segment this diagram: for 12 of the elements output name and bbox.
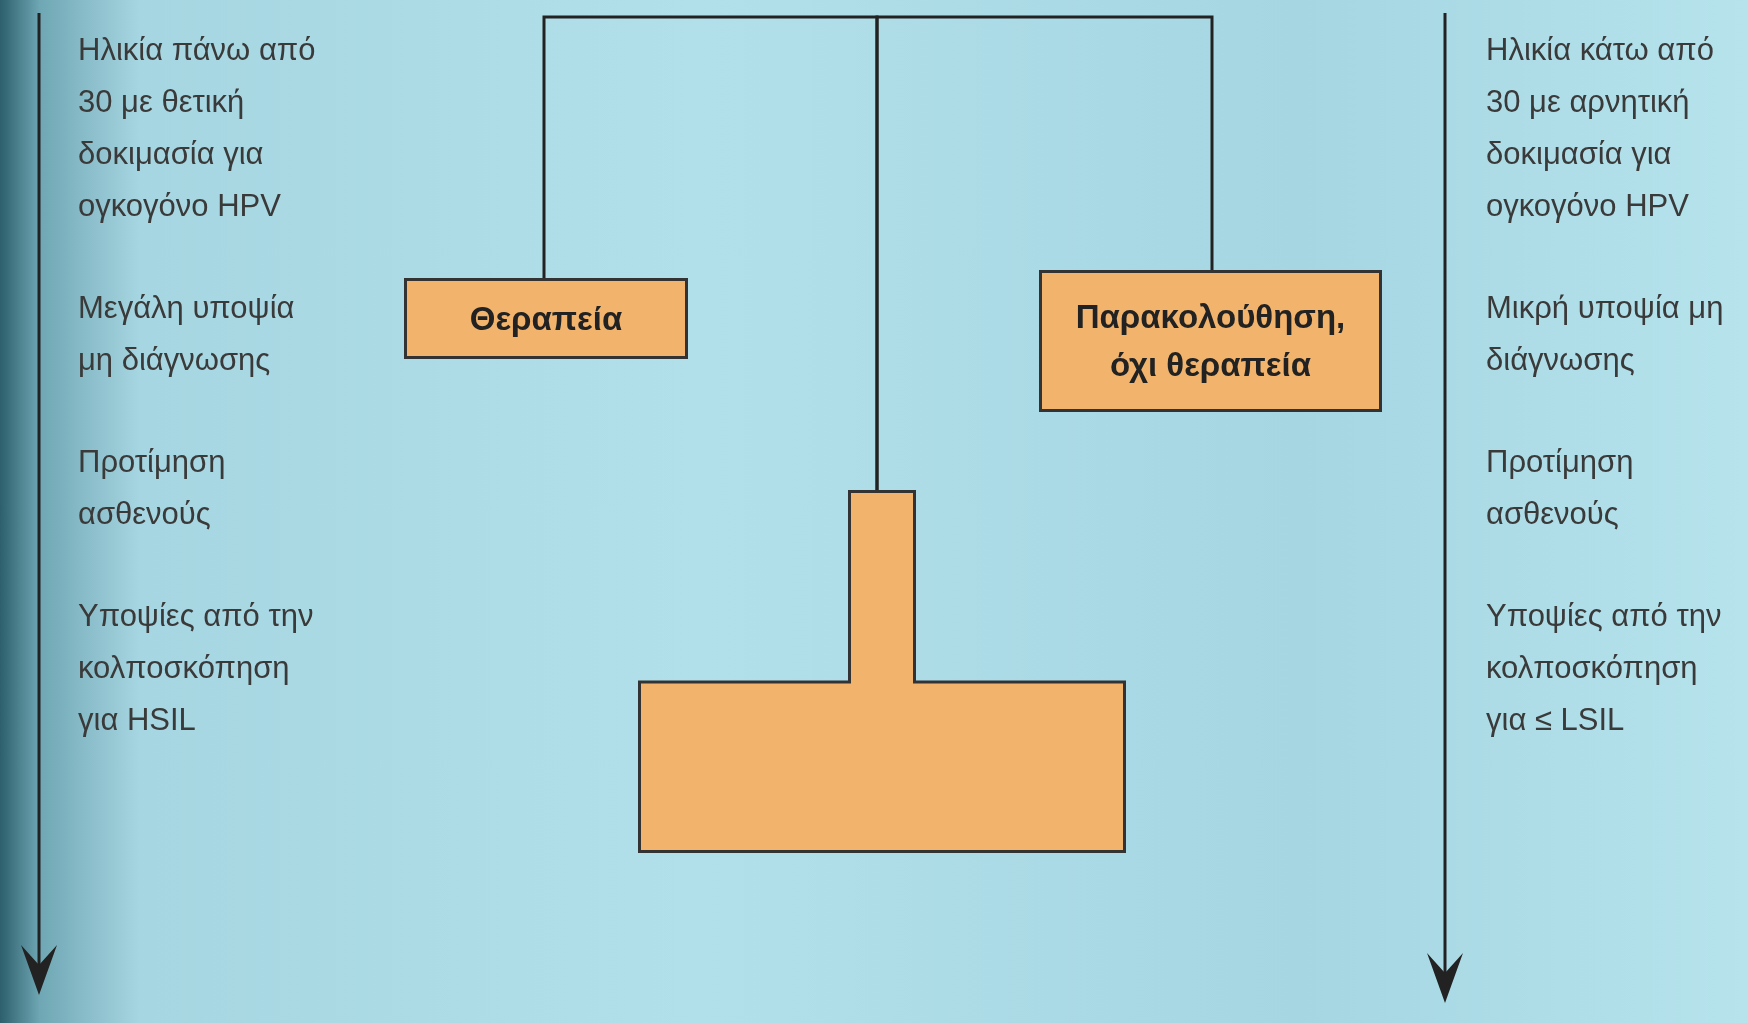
criterion-text: Ηλικία πάνω από 30 με θετική δοκιμασία για ογκογόνο HPV (78, 31, 317, 225)
criterion-text: Υποψίες από την κολποσκόπηση για ≤ LSIL (1486, 597, 1723, 739)
treatment-box: Θεραπεία (404, 278, 688, 359)
scale-stand-drawing (638, 490, 1126, 853)
monitoring-box: Παρακολούθηση, όχι θεραπεία (1039, 270, 1382, 412)
criterion-text: Μεγάλη υποψία μη διάγνωσης (78, 289, 296, 379)
criterion-text: Προτίμηση ασθενούς (78, 443, 227, 533)
criterion-text: Μικρή υποψία μη διάγνωσης (1486, 289, 1725, 379)
criterion-text: Ηλικία κάτω από 30 με αρνητική δοκιμασία για ογκογόνο HPV (1486, 31, 1715, 225)
connector-line (875, 15, 1214, 490)
criterion-text: Υποψίες από την κολποσκόπηση για HSIL (78, 597, 315, 739)
criterion-text: Προτίμηση ασθενούς (1486, 443, 1635, 533)
